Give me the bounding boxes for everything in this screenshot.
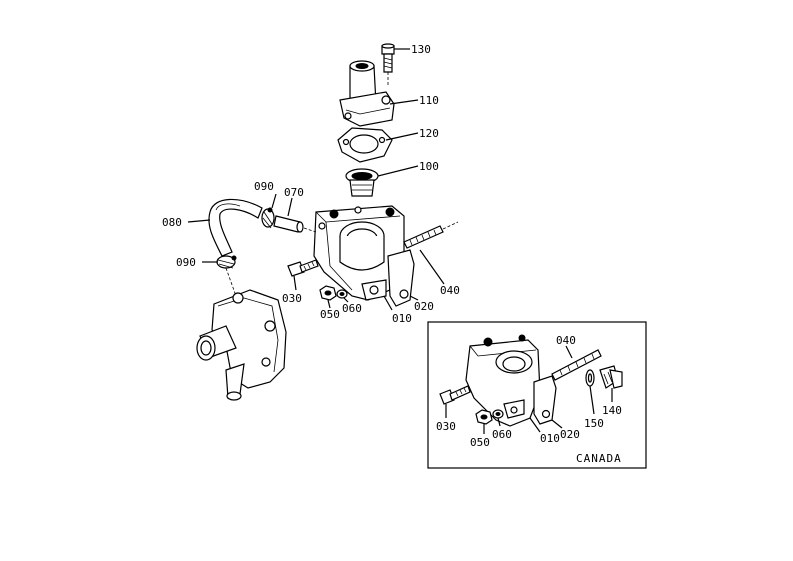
inset-plug-140 — [599, 365, 623, 389]
inset-washer-060 — [492, 409, 504, 419]
hose-080 — [208, 198, 263, 257]
thermostat-100 — [345, 168, 379, 197]
stud-040 — [403, 221, 459, 249]
label-120: 120 — [419, 127, 439, 140]
water-flange-010 — [313, 205, 415, 307]
label-100: 100 — [419, 160, 439, 173]
inset-label-020: 020 — [560, 428, 580, 441]
label-020: 020 — [414, 300, 434, 313]
inset-label-010: 010 — [540, 432, 560, 445]
label-110: 110 — [419, 94, 439, 107]
inset-washer-150 — [585, 369, 595, 387]
label-040: 040 — [440, 284, 460, 297]
inset-label-150: 150 — [584, 417, 604, 430]
gasket-120 — [337, 127, 393, 163]
bolt-130 — [381, 43, 395, 73]
label-090-top: 090 — [254, 180, 274, 193]
inset-stud-040 — [551, 349, 602, 381]
label-090-bottom: 090 — [176, 256, 196, 269]
label-050: 050 — [320, 308, 340, 321]
pipe-070 — [273, 215, 317, 233]
label-010: 010 — [392, 312, 412, 325]
label-030: 030 — [282, 292, 302, 305]
label-070: 070 — [284, 186, 304, 199]
outlet-housing-110 — [339, 60, 395, 127]
label-080: 080 — [162, 216, 182, 229]
label-130: 130 — [411, 43, 431, 56]
inset-bolt-030 — [439, 385, 471, 405]
inset-region-label: CANADA — [576, 452, 622, 465]
clamp-090-bottom — [216, 255, 237, 269]
inset-label-140: 140 — [602, 404, 622, 417]
inset-label-040: 040 — [556, 334, 576, 347]
bolt-030 — [287, 259, 319, 277]
inset-frame — [427, 321, 647, 469]
inset-nut-050 — [475, 409, 493, 425]
inset-water-flange-010 — [465, 334, 557, 427]
inset-label-050: 050 — [470, 436, 490, 449]
clamp-090-top — [261, 207, 275, 229]
label-060: 060 — [342, 302, 362, 315]
inset-label-060: 060 — [492, 428, 512, 441]
washer-060 — [336, 289, 348, 299]
water-pump-body — [196, 267, 287, 401]
nut-050 — [319, 285, 337, 301]
inset-label-030: 030 — [436, 420, 456, 433]
